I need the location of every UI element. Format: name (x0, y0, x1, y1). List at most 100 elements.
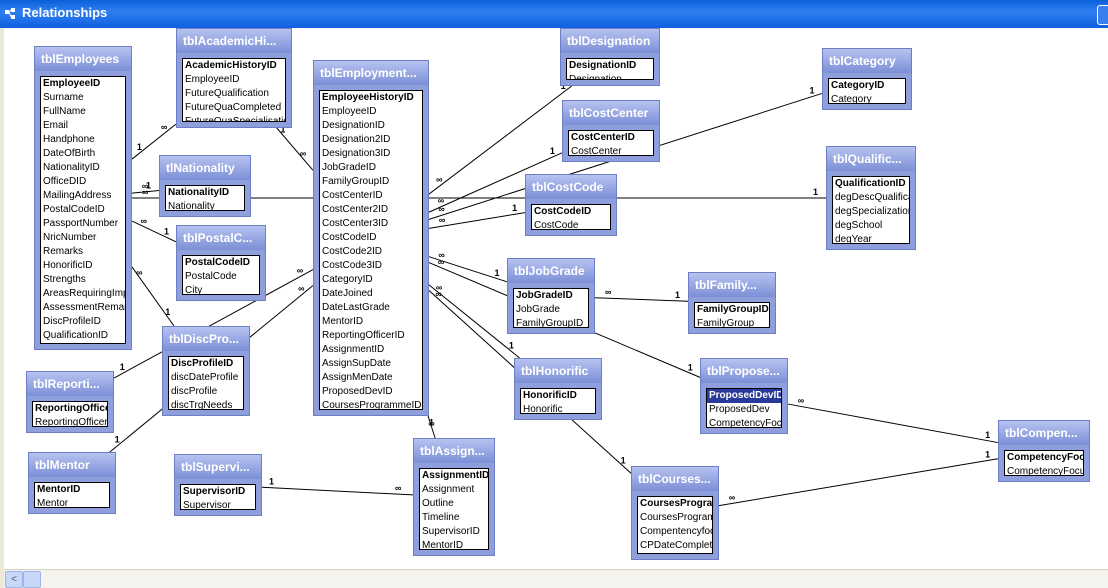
field-item[interactable]: Timeline (422, 512, 460, 523)
field-item[interactable]: JobGradeID (322, 162, 376, 173)
field-item[interactable]: OfficeDID (43, 176, 87, 187)
field-item[interactable]: Nationality (168, 201, 215, 211)
field-item[interactable]: DiscProfileID (43, 316, 101, 327)
field-item[interactable]: Designation3ID (322, 148, 391, 159)
field-item[interactable]: AreasRequiringImp (43, 288, 126, 299)
relationship-line[interactable] (131, 220, 177, 243)
scroll-left-arrow-icon[interactable]: < (5, 571, 23, 588)
table-title[interactable]: tblEmployment... (314, 61, 428, 85)
field-item[interactable]: Strengths (43, 274, 86, 285)
field-item[interactable]: MailingAddress (43, 190, 112, 201)
table-title[interactable]: tblSupervi... (175, 455, 261, 479)
field-item[interactable]: FamilyGroupID (697, 304, 769, 315)
horizontal-scrollbar[interactable]: < (4, 569, 1108, 588)
relationships-canvas[interactable]: 1∞1∞1∞1∞1∞1∞1∞1∞1∞1∞1∞1∞1∞1∞1∞1∞1∞1∞1∞1∞… (4, 28, 1108, 569)
field-item[interactable]: ReportingOfficer (35, 417, 108, 427)
field-item[interactable]: ReportingOfficerID (322, 330, 405, 341)
field-item[interactable]: DateJoined (322, 288, 373, 299)
field-item[interactable]: CostCenter3ID (322, 218, 389, 229)
relationship-line[interactable] (131, 266, 175, 327)
field-item[interactable]: degSpecialization (835, 206, 910, 217)
field-item[interactable]: Remarks (43, 246, 84, 257)
field-item[interactable]: FullName (43, 106, 86, 117)
field-item[interactable]: CoursesProgrammeID (322, 400, 422, 410)
field-item[interactable]: FamilyGroup (697, 318, 755, 328)
table-title[interactable]: tblHonorific (515, 359, 601, 383)
field-item[interactable]: DesignationID (322, 120, 385, 131)
field-item[interactable]: SupervisorID (422, 526, 480, 537)
field-item[interactable]: EmployeeID (43, 78, 101, 89)
field-item[interactable]: HonorificID (43, 260, 93, 271)
relationship-line[interactable] (594, 297, 689, 302)
table-title[interactable]: tblCostCenter (563, 101, 659, 125)
field-item[interactable]: Assignment (422, 484, 475, 495)
table-family[interactable]: tblFamily... FamilyGroupID FamilyGroup (688, 272, 776, 334)
field-item[interactable]: CoursesProgramr (640, 498, 713, 509)
field-item[interactable]: CoursesProgramr (640, 512, 713, 523)
table-title[interactable]: tblQualific... (827, 147, 915, 171)
field-item[interactable]: PassportNumber (43, 218, 119, 229)
field-list[interactable]: FamilyGroupID FamilyGroup (694, 302, 770, 328)
field-item[interactable]: Email (43, 120, 69, 131)
relationship-line[interactable] (113, 269, 314, 379)
table-academic[interactable]: tblAcademicHi... AcademicHistoryID Employe… (176, 28, 292, 128)
table-title[interactable]: tblDesignation (561, 29, 659, 53)
field-item[interactable]: PostalCodeID (185, 257, 251, 268)
field-item[interactable]: Designation2ID (322, 134, 391, 145)
field-item[interactable]: Designation (569, 74, 622, 80)
table-title[interactable]: tlNationality (160, 156, 250, 180)
field-item[interactable]: EmployeeID (185, 74, 240, 85)
field-item[interactable]: CostCodeID (322, 232, 377, 243)
table-title[interactable]: tblFamily... (689, 273, 775, 297)
field-item[interactable]: CompetencyFocu (1007, 466, 1084, 476)
field-item[interactable]: discProfile (171, 386, 218, 397)
field-list[interactable]: ReportingOfficerIReportingOfficer (32, 401, 108, 427)
field-item[interactable]: discTrgNeeds (171, 400, 233, 410)
relationship-line[interactable] (787, 403, 999, 444)
field-item[interactable]: FutureQuaSpecialisatic (185, 116, 286, 122)
field-item[interactable]: degDescQualifica (835, 192, 910, 203)
minimize-button[interactable] (1097, 5, 1108, 25)
field-item[interactable]: AssignSupDate (322, 358, 391, 369)
field-item[interactable]: CompetencyFoc (1007, 452, 1084, 463)
field-item[interactable]: degYear (835, 234, 872, 244)
field-item[interactable]: FamilyGroupID (322, 176, 390, 187)
field-item[interactable]: City (185, 285, 203, 295)
table-title[interactable]: tblAssign... (414, 439, 494, 463)
field-item[interactable]: AcademicHistoryID (185, 60, 277, 71)
field-item[interactable]: EmployeeHistoryID (322, 92, 414, 103)
field-item[interactable]: DesignationID (569, 60, 637, 71)
table-title[interactable]: tblDiscPro... (163, 327, 249, 351)
table-title[interactable]: tblAcademicHi... (177, 29, 291, 53)
field-list[interactable]: AcademicHistoryID EmployeeID FutureQualifi… (182, 58, 286, 122)
field-item[interactable]: FutureQualification (185, 88, 269, 99)
field-item[interactable]: NationalityID (168, 187, 230, 198)
field-item[interactable]: ProposedDevID (322, 386, 393, 397)
relationship-line[interactable] (428, 152, 563, 213)
table-title[interactable]: tblCostCode (526, 175, 616, 199)
relationship-line[interactable] (428, 85, 573, 195)
relationship-line[interactable] (276, 127, 314, 171)
field-item[interactable]: EmployeeID (322, 106, 377, 117)
field-item[interactable]: AssignmentID (322, 344, 385, 355)
field-item[interactable]: ProposedDevID (707, 389, 782, 403)
field-item[interactable]: CostCenterID (571, 132, 635, 143)
field-item[interactable]: CategoryID (322, 274, 373, 285)
field-item[interactable]: CostCenter2ID (322, 204, 389, 215)
